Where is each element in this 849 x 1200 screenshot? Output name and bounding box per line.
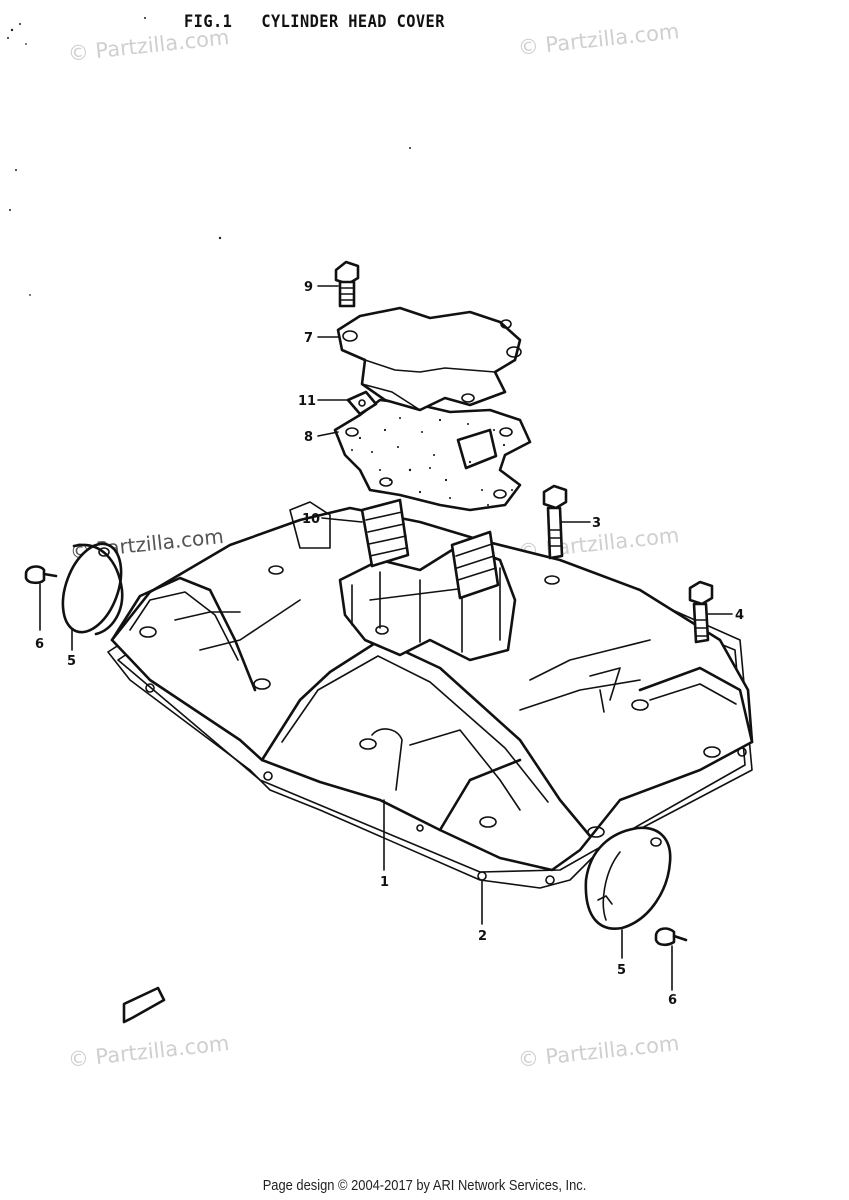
breather-cover-part-7[interactable] [336, 306, 522, 412]
grommet-part-11[interactable] [346, 390, 378, 416]
callout-8[interactable]: 8 [304, 430, 313, 445]
callout-11[interactable]: 11 [298, 394, 316, 409]
callout-6-right[interactable]: 6 [668, 993, 677, 1008]
page-footer: Page design © 2004-2017 by ARI Network S… [262, 1177, 587, 1194]
callout-4[interactable]: 4 [735, 608, 744, 623]
callout-6-left[interactable]: 6 [35, 637, 44, 652]
callout-leaders [39, 285, 733, 991]
callout-2[interactable]: 2 [478, 929, 487, 944]
bolt-part-3[interactable] [542, 484, 568, 560]
scan-specks [7, 17, 411, 296]
callout-1[interactable]: 1 [380, 875, 389, 890]
breather-gasket-part-8[interactable] [333, 398, 532, 512]
figure-name: CYLINDER HEAD COVER [261, 12, 445, 32]
callout-10[interactable]: 10 [302, 512, 320, 527]
figure-number: FIG.1 [184, 12, 233, 32]
callout-9[interactable]: 9 [304, 280, 313, 295]
bolt-part-9[interactable] [334, 260, 360, 308]
forward-direction-arrow: FWD [122, 986, 166, 1024]
figure-title: FIG.1 CYLINDER HEAD COVER [184, 12, 445, 32]
callout-5-left[interactable]: 5 [67, 654, 76, 669]
end-cap-part-5-right[interactable] [584, 826, 672, 930]
screw-part-6-right[interactable] [654, 927, 688, 947]
end-cap-part-5-left[interactable] [52, 536, 132, 640]
callout-numbers: 9 7 11 8 10 3 4 6 5 1 2 5 6 [35, 280, 744, 1008]
screw-part-6-left[interactable] [24, 565, 58, 585]
callout-3[interactable]: 3 [592, 516, 601, 531]
callout-7[interactable]: 7 [304, 331, 313, 346]
bolt-part-4[interactable] [688, 580, 714, 644]
callout-5-right[interactable]: 5 [617, 963, 626, 978]
breather-element-part-10[interactable] [360, 498, 500, 600]
